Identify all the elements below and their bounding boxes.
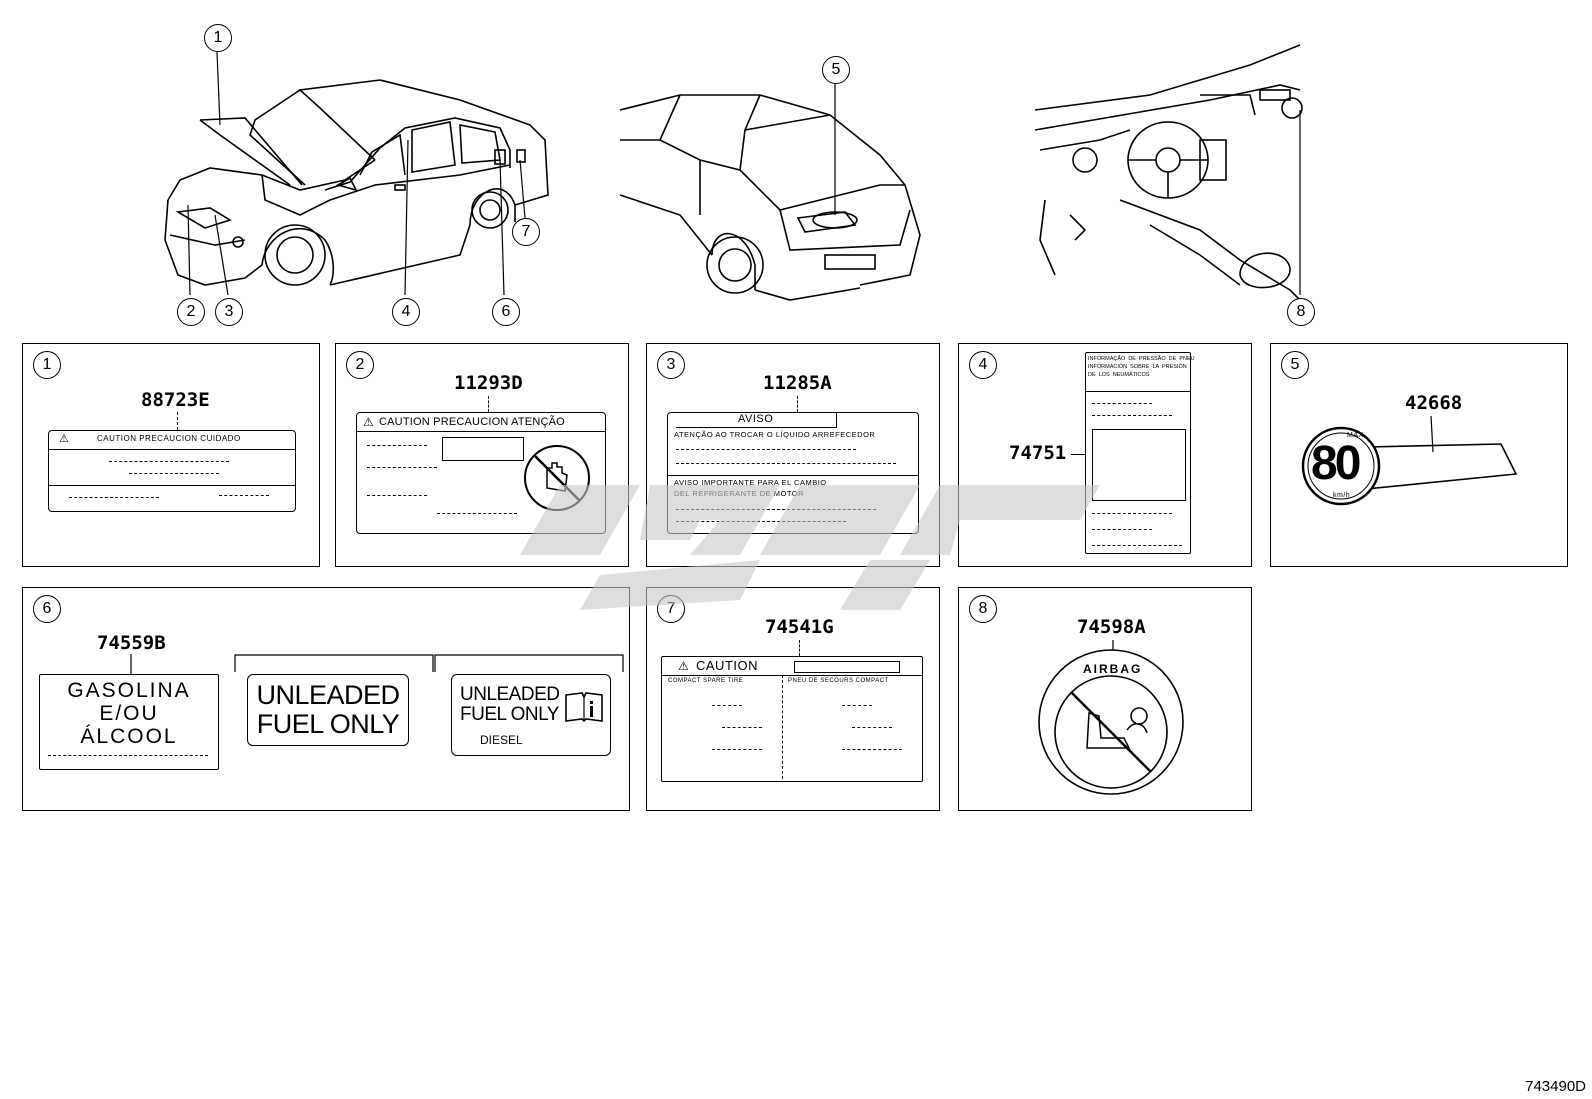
spare-tire-caution-label: ⚠ CAUTION COMPACT SPARE TIRE PNEU DE SEC…	[661, 656, 923, 782]
panel-number: 1	[33, 351, 61, 379]
panel-2: 2 11293D ⚠ CAUTION PRECAUCION ATENÇÃO	[335, 343, 629, 567]
speed-max-label: MAX	[1347, 432, 1364, 439]
col1-heading: COMPACT SPARE TIRE	[668, 678, 744, 684]
panel-6: 6 74559B GASOLINA E/OU ÁLCOOL UNLEADED F…	[22, 587, 630, 811]
label-header: INFORMAÇÃO DE PRESSÃO DE PNEU INFORMACIÓ…	[1088, 356, 1195, 378]
panel-7: 7 74541G ⚠ CAUTION COMPACT SPARE TIRE PN…	[646, 587, 940, 811]
label-text: UNLEADED FUEL ONLY	[256, 680, 400, 739]
label-line2: AVISO IMPORTANTE PARA EL CAMBIO	[674, 478, 827, 487]
panel-3: 3 11285A AVISO ATENÇÃO AO TROCAR O LÍQUI…	[646, 343, 940, 567]
speed-sticker-graphic	[1301, 415, 1518, 506]
tire-pressure-label-74751: INFORMAÇÃO DE PRESSÃO DE PNEU INFORMACIÓ…	[1085, 352, 1195, 554]
panel-number: 5	[1281, 351, 1309, 379]
panel-8: 8 74598A AIRBAG	[958, 587, 1252, 811]
part-number: 88723E	[141, 389, 210, 411]
aviso-label-11285a: AVISO ATENÇÃO AO TROCAR O LÍQUIDO ARREFE…	[667, 412, 919, 534]
fuse-box-graphic	[442, 437, 524, 461]
panel-number: 4	[969, 351, 997, 379]
car-front-illustration	[164, 51, 549, 296]
part-number: 11293D	[454, 372, 523, 394]
callout-6: 6	[492, 298, 520, 326]
caution-right-box	[794, 661, 900, 673]
caution-label-11293d: ⚠ CAUTION PRECAUCION ATENÇÃO	[356, 412, 606, 534]
part-number: 11285A	[763, 372, 832, 394]
caution-label-88723e: CAUTION PRECAUCION CUIDADO ⚠	[48, 430, 296, 512]
diesel-text: DIESEL	[480, 733, 523, 747]
warning-triangle-icon: ⚠	[678, 659, 690, 673]
unleaded-fuel-diesel-label: UNLEADED FUEL ONLY DIESEL	[451, 674, 611, 756]
label-line3: DEL REFRIGERANTE DE MOTOR	[674, 489, 805, 498]
part-number: 74751	[1009, 442, 1067, 464]
speed-unit-label: km/h	[1333, 492, 1351, 499]
label-header: CAUTION	[696, 658, 758, 673]
callout-4: 4	[392, 298, 420, 326]
label-text: CAUTION PRECAUCION ATENÇÃO	[379, 416, 565, 428]
callout-7: 7	[512, 218, 540, 246]
unleaded-fuel-label: UNLEADED FUEL ONLY	[247, 674, 409, 746]
panel-number: 2	[346, 351, 374, 379]
part-number: 74559B	[97, 632, 166, 654]
drawing-code: 743490D	[1525, 1078, 1586, 1095]
part-number: 42668	[1405, 392, 1463, 414]
callout-1: 1	[204, 24, 232, 52]
panel-number: 3	[657, 351, 685, 379]
panel-1: 1 88723E CAUTION PRECAUCION CUIDADO ⚠	[22, 343, 320, 567]
part-number: 74541G	[765, 616, 834, 638]
col2-heading: PNEU DE SECOURS COMPACT	[788, 678, 889, 684]
callout-2: 2	[177, 298, 205, 326]
label-text: GASOLINA E/OU ÁLCOOL	[67, 679, 191, 748]
label-text: UNLEADED FUEL ONLY	[460, 684, 560, 725]
panel-number: 6	[33, 595, 61, 623]
gasolina-label: GASOLINA E/OU ÁLCOOL	[39, 674, 219, 770]
airbag-text: AIRBAG	[1083, 662, 1143, 676]
label-header: AVISO	[738, 413, 774, 425]
pressure-grid	[1092, 429, 1186, 501]
aviso-header-box	[676, 413, 837, 428]
panel-5: 5 42668 80 MAX km/h	[1270, 343, 1568, 567]
no-hand-icon	[524, 445, 590, 511]
label-text: CAUTION PRECAUCION CUIDADO	[97, 434, 241, 443]
part-number: 74598A	[1077, 616, 1146, 638]
car-rear-illustration	[619, 80, 921, 301]
callout-8: 8	[1287, 298, 1315, 326]
speed-value: 80	[1311, 437, 1361, 490]
callout-3: 3	[215, 298, 243, 326]
manual-book-icon	[565, 692, 603, 723]
panel-number: 7	[657, 595, 685, 623]
callout-5: 5	[822, 56, 850, 84]
warning-triangle-icon: ⚠	[363, 415, 375, 429]
leader-lines	[130, 654, 624, 674]
panel-4: 4 74751 INFORMAÇÃO DE PRESSÃO DE PNEU IN…	[958, 343, 1252, 567]
airbag-warning-sticker	[1038, 640, 1184, 795]
label-line1: ATENÇÃO AO TROCAR O LÍQUIDO ARREFECEDOR	[674, 430, 876, 439]
warning-triangle-icon: ⚠	[59, 433, 70, 445]
dashboard-illustration	[1034, 44, 1303, 301]
panel-number: 8	[969, 595, 997, 623]
